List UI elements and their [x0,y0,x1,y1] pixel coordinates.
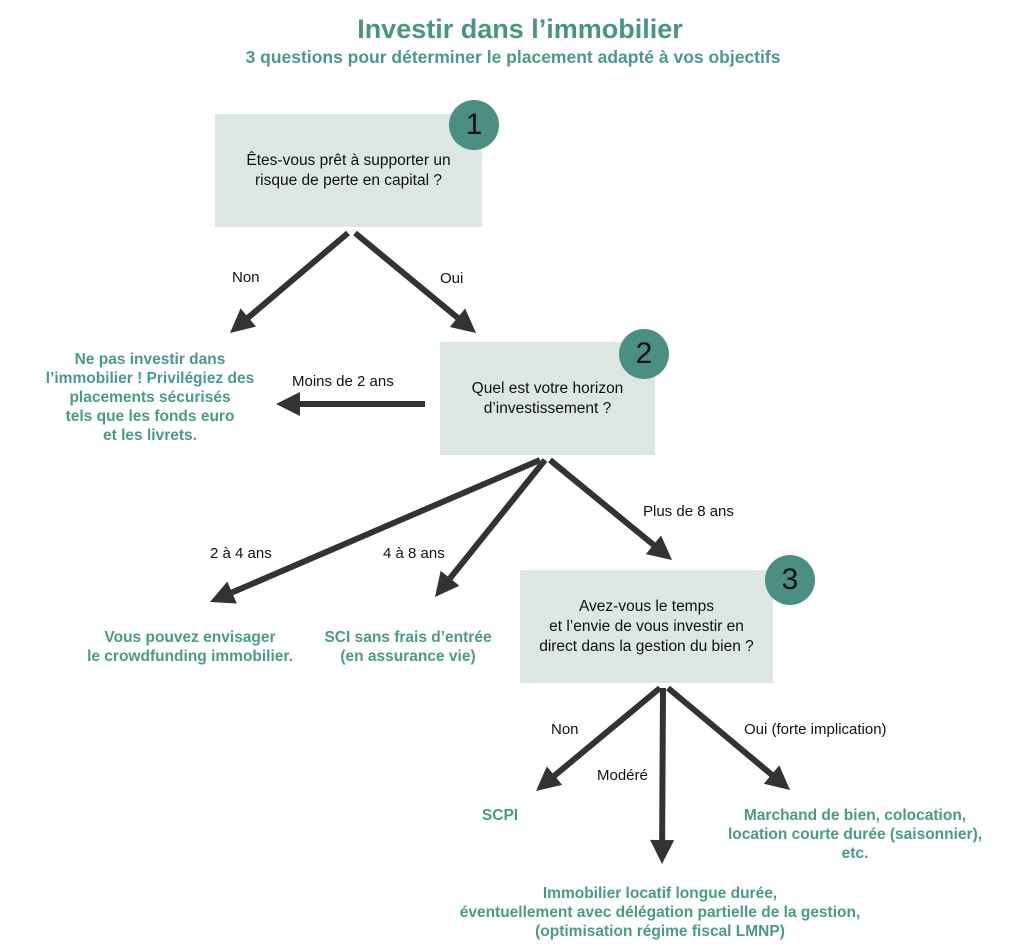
label-q1-non: Non [232,269,260,286]
arrow-shaft [551,685,662,780]
question-1-box: Êtes-vous prêt à supporter un risque de … [215,114,482,227]
page-title: Investir dans l’immobilier [357,14,683,44]
arrow-head [230,308,257,333]
label-q1-oui: Oui [440,270,464,287]
outcome-crowdfunding: Vous pouvez envisager le crowdfunding im… [87,629,293,665]
question-3-text: Avez-vous le temps et l’envie de vous in… [539,597,754,655]
step-3-badge: 3 [765,555,815,605]
label-q2-moins-2-ans: Moins de 2 ans [292,373,394,390]
arrow-q2-4-a-8-ans [435,458,548,597]
arrow-q1-oui [353,230,476,333]
outcome-marchand: Marchand de bien, colocation, location c… [727,807,983,862]
question-3-box: Avez-vous le temps et l’envie de vous in… [520,570,773,683]
arrow-shaft [659,687,666,843]
arrow-shaft [229,457,542,597]
arrow-q2-moins-2-ans [276,392,425,416]
arrow-head [650,839,675,864]
arrow-head [210,581,237,604]
label-q2-2-a-4-ans: 2 à 4 ans [210,545,272,562]
arrow-q3-non [536,685,662,791]
label-q3-oui: Oui (forte implication) [744,721,887,738]
arrow-shaft [244,230,350,322]
arrow-q3-modere [650,687,675,864]
outcome-sci: SCI sans frais d’entrée (en assurance vi… [324,629,492,665]
question-2-text: Quel est votre horizon d’investissement … [471,379,624,417]
page-subtitle: 3 questions pour déterminer le placement… [245,47,781,67]
arrow-q1-non [230,230,350,333]
step-1-badge: 1 [449,100,499,150]
outcome-scpi: SCPI [481,807,519,824]
arrow-shaft [548,457,657,549]
arrow-shaft [666,685,776,779]
label-q2-4-a-8-ans: 4 à 8 ans [383,545,445,562]
question-1-text: Êtes-vous prêt à supporter un risque de … [246,151,451,189]
arrow-head [536,766,563,791]
step-2-badge: 2 [619,329,669,379]
arrow-head [763,765,790,790]
arrow-q3-oui [666,685,790,790]
arrow-head [276,392,300,416]
arrow-head [435,570,460,597]
arrow-shaft [446,458,548,582]
outcome-locatif: Immobilier locatif longue durée, éventue… [459,885,861,940]
arrow-head [449,308,476,333]
label-q2-plus-8-ans: Plus de 8 ans [643,503,734,520]
outcome-no-invest: Ne pas investir dans l’immobilier ! Priv… [45,351,255,444]
arrow-q2-2-a-4-ans [210,457,542,604]
arrow-shaft [353,230,461,322]
label-q3-non: Non [551,721,579,738]
label-q3-modere: Modéré [597,767,648,784]
arrow-head [645,535,672,560]
arrow-q2-plus-8-ans [548,457,672,560]
